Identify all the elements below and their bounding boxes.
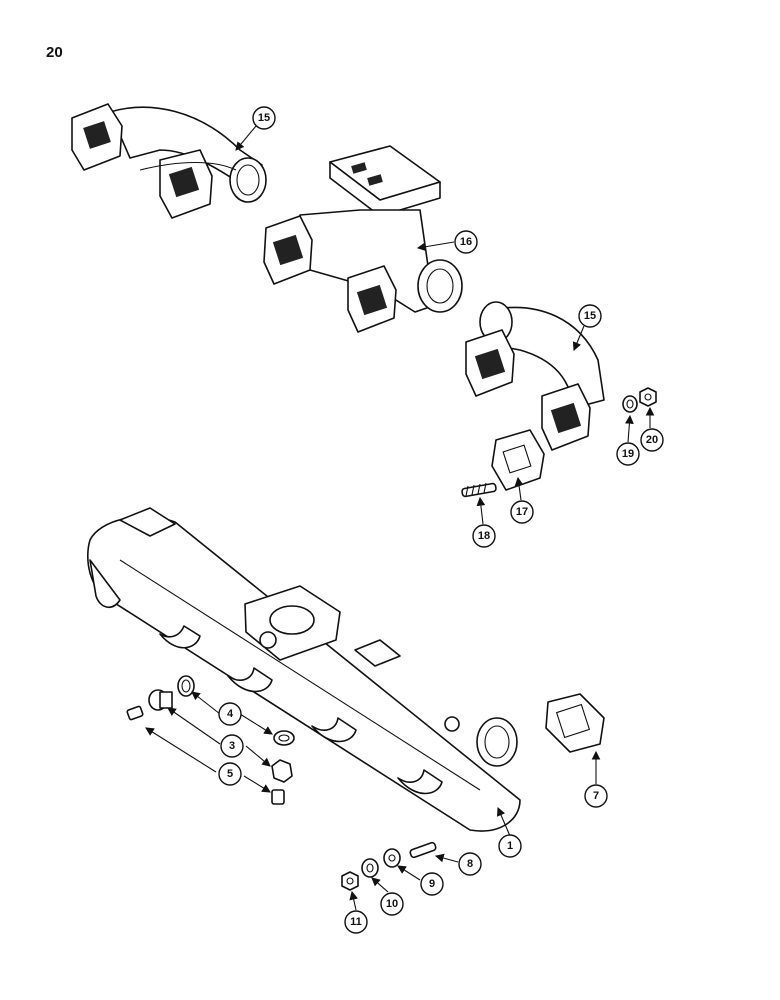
hex-nut [639,387,657,407]
manifold-elbow-right [465,301,605,451]
svg-text:7: 7 [593,790,599,802]
pipe-plug-right [271,759,293,783]
callout-16: 16 [454,230,478,254]
manifold-elbow-upper-left [71,103,267,219]
callout-9: 9 [420,872,444,896]
callout-11: 11 [344,910,368,934]
callout-10: 10 [380,892,404,916]
callout-17: 17 [510,500,534,524]
callout-15-upper: 15 [252,106,276,130]
leader-lines [145,125,655,911]
svg-text:20: 20 [646,434,658,446]
callout-20: 20 [640,428,664,452]
svg-text:18: 18 [478,530,490,542]
set-screw-right [271,789,285,805]
sealing-washer-left [177,675,195,697]
svg-text:8: 8 [467,858,473,870]
callout-7: 7 [584,784,608,808]
svg-text:15: 15 [258,112,270,124]
svg-text:10: 10 [386,898,398,910]
svg-text:5: 5 [227,768,233,780]
callout-4: 4 [218,702,242,726]
stud-lower [409,841,437,859]
gasket-lower [545,693,605,753]
callout-1: 1 [498,834,522,858]
svg-text:11: 11 [350,916,362,928]
lock-washer-lower [361,858,379,878]
svg-text:17: 17 [516,506,528,518]
svg-text:4: 4 [227,708,234,720]
callout-15-right: 15 [578,304,602,328]
svg-text:3: 3 [229,740,235,752]
hex-nut-lower [341,871,359,891]
manifold-center [263,145,463,333]
stud-upper [461,482,497,498]
flat-washer-lower [383,848,401,868]
svg-text:1: 1 [507,840,513,852]
callout-19: 19 [616,442,640,466]
exhaust-manifold-main [87,507,521,832]
svg-text:9: 9 [429,878,435,890]
sealing-washer-right [273,730,295,746]
callout-18: 18 [472,524,496,548]
pipe-plug-left [148,689,173,711]
page-number: 20 [46,44,63,61]
svg-text:19: 19 [622,448,634,460]
lock-washer [622,395,638,413]
svg-text:16: 16 [460,236,472,248]
set-screw-left [126,705,144,721]
callout-8: 8 [458,852,482,876]
callout-3: 3 [220,734,244,758]
callout-5: 5 [218,762,242,786]
svg-text:15: 15 [584,310,596,322]
gasket-upper [491,429,545,491]
